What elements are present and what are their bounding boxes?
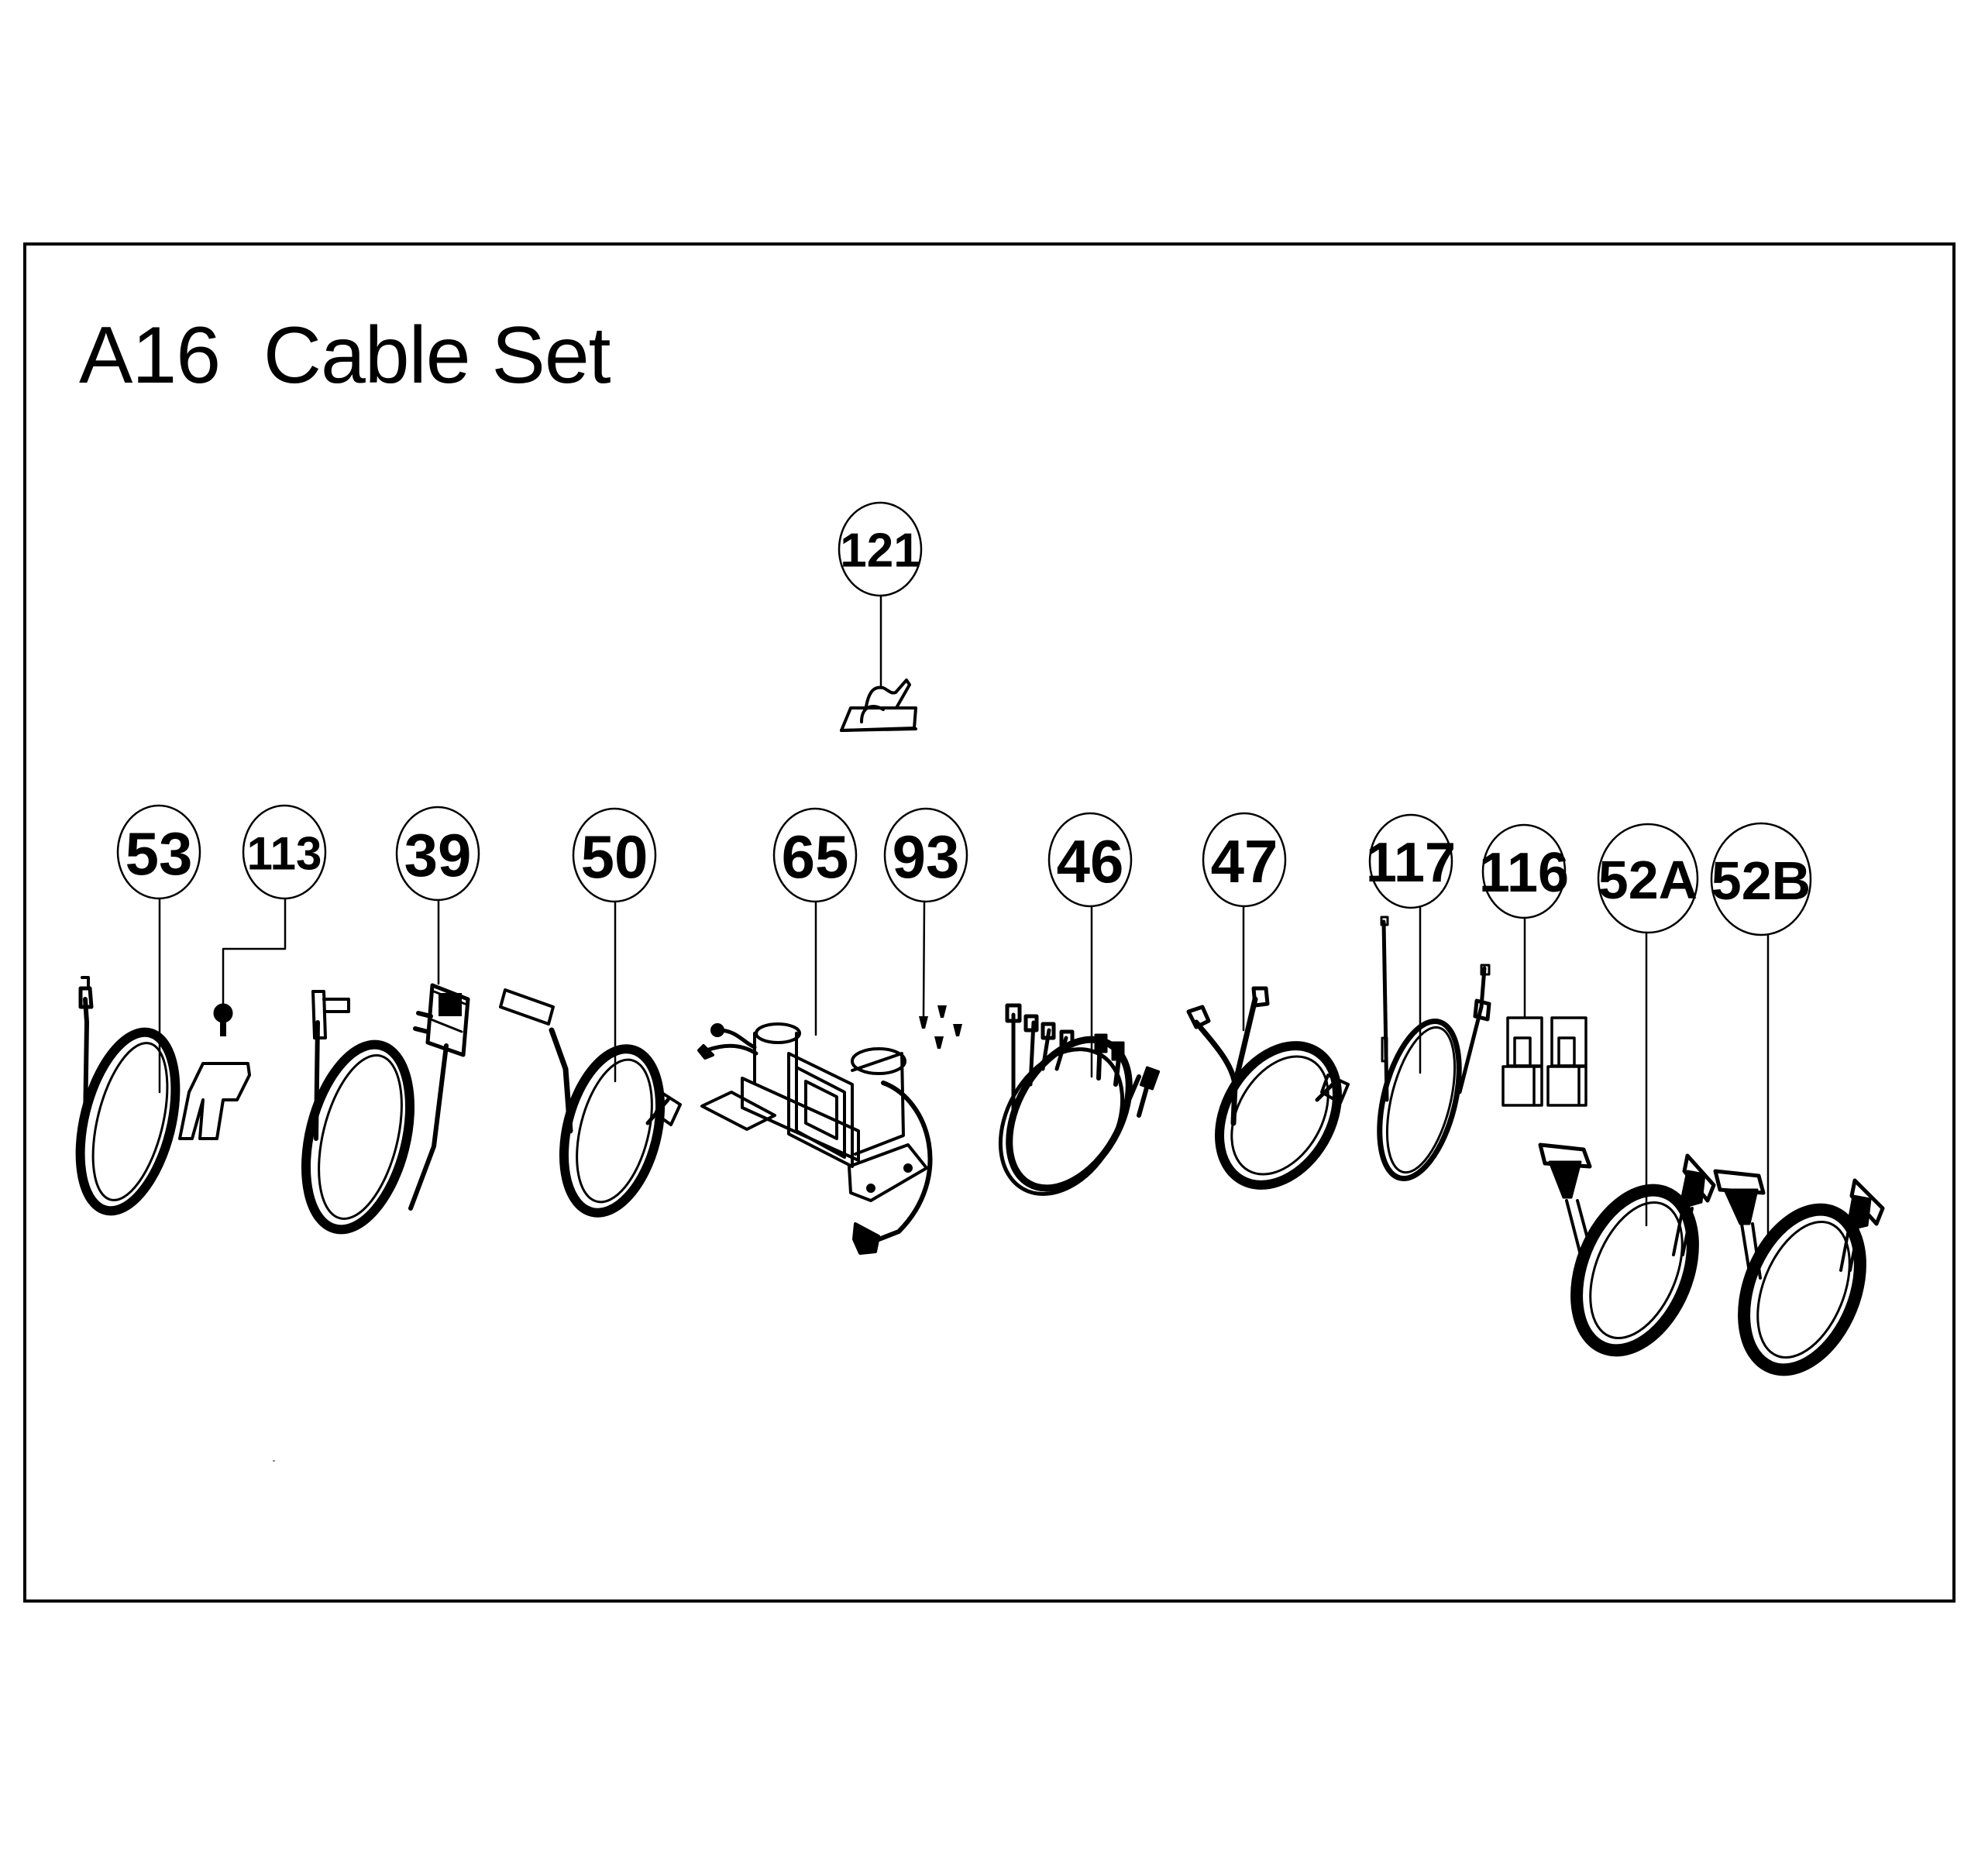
callout-label-47: 47 bbox=[1211, 827, 1278, 895]
callout-121[interactable]: 121 bbox=[838, 501, 923, 689]
callout-label-93: 93 bbox=[893, 823, 960, 891]
y-cable-47-icon bbox=[1186, 986, 1350, 1190]
callout-label-113: 113 bbox=[247, 828, 322, 880]
callout-label-52B: 52B bbox=[1711, 850, 1811, 911]
callout-label-65: 65 bbox=[782, 823, 849, 891]
ribbon-cable-52A-icon bbox=[1538, 1142, 1716, 1357]
harness-46-icon bbox=[998, 1003, 1161, 1196]
connector-blocks-116-icon bbox=[1501, 1016, 1587, 1107]
coiled-cable-50-icon bbox=[499, 988, 682, 1218]
callout-93[interactable]: 93 bbox=[883, 807, 968, 1018]
small-screws-93-icon bbox=[919, 1005, 962, 1049]
callout-label-46: 46 bbox=[1057, 827, 1124, 895]
callout-label-39: 39 bbox=[404, 821, 472, 889]
callout-46[interactable]: 46 bbox=[1047, 812, 1133, 1078]
callout-50[interactable]: 50 bbox=[572, 807, 657, 1083]
diagram-frame bbox=[23, 242, 1956, 1603]
callout-53[interactable]: 53 bbox=[116, 804, 201, 1094]
cable-clip-icon bbox=[840, 679, 917, 732]
callout-label-52A: 52A bbox=[1598, 850, 1698, 910]
callout-label-116: 116 bbox=[1479, 842, 1569, 904]
callout-label-53: 53 bbox=[126, 819, 193, 888]
scan-speck bbox=[273, 1460, 275, 1462]
power-supply-65-icon bbox=[697, 1022, 933, 1255]
callout-label-117: 117 bbox=[1366, 832, 1456, 894]
callout-label-121: 121 bbox=[840, 524, 920, 578]
callout-113[interactable]: 113 bbox=[222, 804, 327, 1008]
callout-47[interactable]: 47 bbox=[1202, 812, 1287, 1032]
page-title: A16 Cable Set bbox=[79, 311, 611, 400]
callout-52B[interactable]: 52B bbox=[1710, 822, 1812, 1252]
callout-116[interactable]: 116 bbox=[1479, 823, 1569, 1019]
coax-117-icon bbox=[1377, 916, 1491, 1182]
ribbon-cable-52B-icon bbox=[1713, 1169, 1885, 1376]
screw-113-icon bbox=[213, 1003, 233, 1036]
callout-117[interactable]: 117 bbox=[1366, 813, 1456, 1074]
coiled-cable-53-icon bbox=[75, 976, 251, 1216]
callout-65[interactable]: 65 bbox=[772, 807, 858, 1036]
callout-52A[interactable]: 52A bbox=[1597, 823, 1699, 1227]
power-adapter-39-icon bbox=[301, 983, 470, 1235]
callout-label-50: 50 bbox=[581, 823, 648, 891]
callout-39[interactable]: 39 bbox=[395, 806, 480, 985]
